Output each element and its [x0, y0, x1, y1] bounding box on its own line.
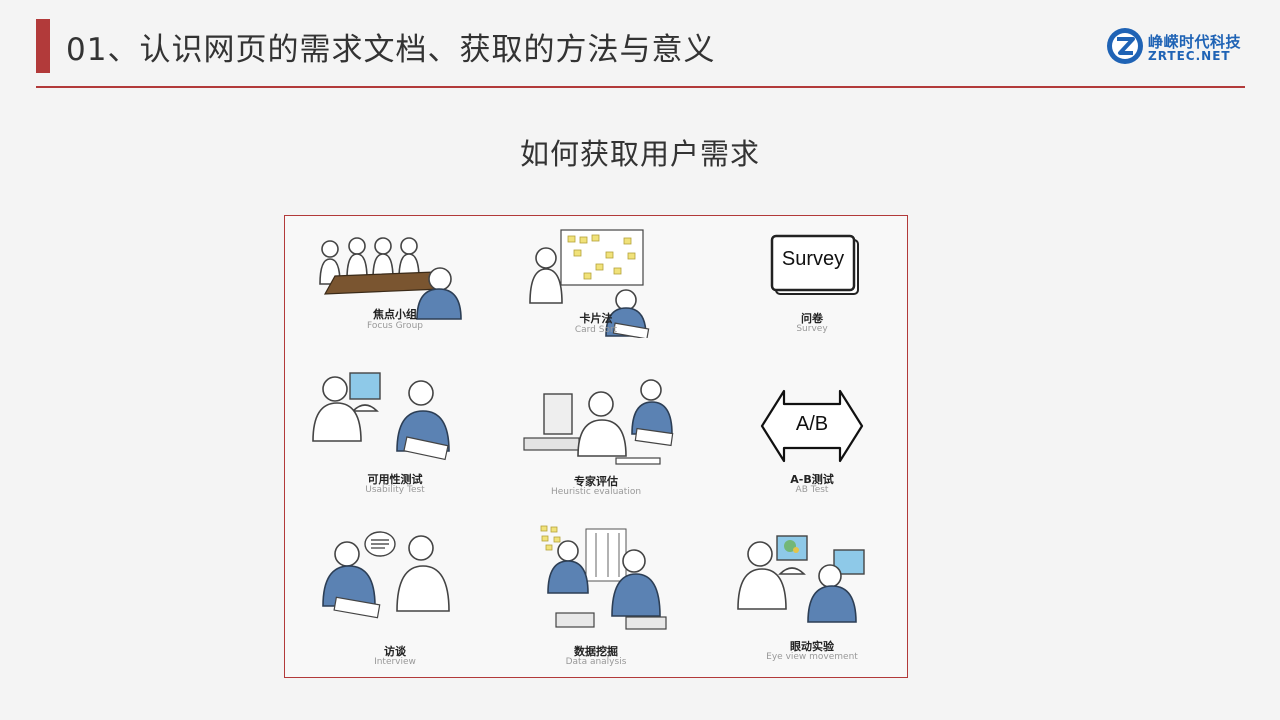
- company-logo: 峥嵘时代科技 ZRTEC.NET: [1106, 27, 1246, 67]
- method-heuristic-evaluation: 专家评估 Heuristic evaluation: [496, 376, 696, 501]
- usability-test-illustration: [312, 372, 450, 461]
- method-label-cn: 数据挖掘: [574, 645, 618, 658]
- methods-panel: 焦点小组 Focus Group 卡片法 Card Sort: [284, 215, 908, 678]
- logo-mark-icon: [1107, 28, 1143, 64]
- method-label-en: Data analysis: [565, 657, 627, 667]
- ab-test-illustration: [760, 389, 864, 463]
- heuristic-evaluation-illustration: [523, 379, 674, 465]
- method-card-sort: 卡片法 Card Sort: [496, 228, 696, 348]
- method-label-en: Usability Test: [365, 485, 425, 495]
- ab-sign-text: A/B: [795, 413, 829, 435]
- method-label-cn: 问卷: [801, 312, 823, 325]
- method-label-cn: 专家评估: [574, 475, 618, 488]
- interview-illustration: [322, 531, 450, 619]
- survey-card-text: Survey: [781, 248, 845, 270]
- survey-illustration: [770, 234, 859, 295]
- slide-title: 01、认识网页的需求文档、获取的方法与意义: [66, 32, 716, 68]
- method-label-en: Focus Group: [367, 321, 423, 331]
- card-sort-illustration: [529, 229, 650, 338]
- header-divider: [36, 86, 1245, 88]
- method-data-analysis: 数据挖掘 Data analysis: [496, 521, 696, 667]
- logo-english-name: ZRTEC.NET: [1148, 49, 1231, 63]
- focus-group-illustration: [319, 237, 462, 320]
- method-label-en: Card Sort: [574, 325, 618, 335]
- method-label-en: Heuristic evaluation: [550, 487, 642, 497]
- section-subtitle: 如何获取用户需求: [519, 137, 760, 171]
- method-interview: 访谈 Interview: [295, 526, 495, 667]
- method-label-cn: A-B测试: [790, 473, 834, 486]
- method-label-cn: 访谈: [384, 645, 406, 658]
- method-survey: Survey 问卷 Survey: [712, 234, 912, 354]
- method-label-cn: 眼动实验: [790, 640, 834, 653]
- method-eye-view-movement: 眼动实验 Eye view movement: [712, 534, 912, 662]
- method-label-cn: 焦点小组: [373, 308, 417, 321]
- method-label-en: AB Test: [795, 485, 829, 495]
- method-usability-test: 可用性测试 Usability Test: [295, 371, 495, 496]
- method-label-en: Interview: [374, 657, 416, 667]
- method-label-cn: 可用性测试: [367, 473, 423, 486]
- method-label-en: Eye view movement: [766, 652, 858, 662]
- method-label-en: Survey: [796, 324, 828, 334]
- method-label-cn: 卡片法: [579, 312, 613, 325]
- logo-chinese-name: 峥嵘时代科技: [1148, 33, 1242, 51]
- eye-view-movement-illustration: [737, 535, 865, 623]
- data-analysis-illustration: [540, 525, 667, 630]
- title-accent-bar: [36, 19, 50, 73]
- method-ab-test: A/B A-B测试 AB Test: [712, 386, 912, 506]
- method-focus-group: 焦点小组 Focus Group: [295, 234, 495, 354]
